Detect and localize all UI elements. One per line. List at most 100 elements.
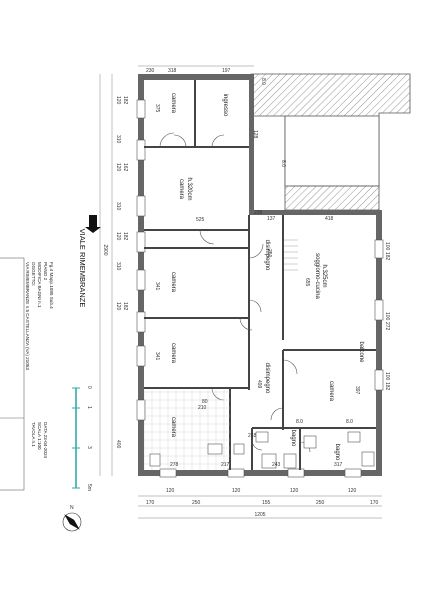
svg-text:243: 243 [272, 462, 281, 468]
tavola: TAVOLA n.1 [31, 422, 36, 447]
svg-text:182: 182 [122, 232, 128, 241]
svg-text:137: 137 [267, 216, 276, 222]
data: DATA 23-04-2024 [43, 422, 48, 459]
svg-text:170: 170 [370, 500, 379, 506]
svg-text:100: 100 [384, 372, 390, 381]
svg-text:310: 310 [115, 262, 121, 271]
svg-text:182: 182 [122, 302, 128, 311]
oggetto-value: MODIFICA BAGNI n.1 [37, 262, 42, 308]
svg-text:120: 120 [115, 302, 121, 311]
street-label: VIALE RIMEMBRANZE [78, 215, 101, 307]
svg-text:128: 128 [252, 130, 258, 139]
neighbour-hatched-area [250, 73, 411, 211]
scala: SCALA 1:100 [37, 422, 42, 450]
svg-text:100: 100 [384, 242, 390, 251]
scale-bar: 0 1 3 5m [72, 386, 92, 491]
svg-text:278: 278 [170, 462, 179, 468]
svg-text:120: 120 [115, 232, 121, 241]
svg-text:5m: 5m [86, 484, 92, 491]
room-camera-mid1: camera [170, 272, 176, 293]
svg-text:0: 0 [86, 386, 92, 389]
svg-text:525: 525 [196, 217, 205, 223]
room-bagno-1: bagno [290, 430, 296, 447]
svg-text:272: 272 [384, 322, 390, 331]
svg-text:120: 120 [348, 488, 357, 494]
title-block: OGGETTO: MODIFICA BAGNI n.1 VIA RIMEMBRA… [0, 257, 54, 491]
svg-text:120: 120 [115, 163, 121, 172]
north-arrow-icon: N [62, 505, 82, 532]
svg-text:182: 182 [384, 252, 390, 261]
svg-text:400: 400 [115, 440, 121, 449]
dims-bottom: 278 217 243 317 170 120 250 120 155 120 … [146, 462, 379, 518]
bathroom-left [144, 390, 230, 470]
svg-text:235: 235 [254, 210, 263, 216]
room-camera-top: camera [170, 93, 176, 114]
svg-text:317: 317 [334, 462, 343, 468]
svg-text:310: 310 [115, 202, 121, 211]
svg-text:318: 318 [168, 68, 177, 74]
svg-text:397: 397 [354, 386, 360, 395]
oggetto-label: OGGETTO: [31, 262, 36, 286]
svg-text:310: 310 [115, 135, 121, 144]
svg-text:155: 155 [262, 500, 271, 506]
room-camera-bottom: camera [170, 417, 176, 438]
svg-text:375: 375 [154, 104, 160, 113]
svg-text:8.0: 8.0 [260, 78, 266, 85]
catasto: Fg.4 Mapp.1085 Sub.4 [49, 262, 54, 309]
room-bagno-2: bagno [334, 444, 340, 461]
svg-text:341: 341 [154, 282, 160, 291]
doors [159, 132, 311, 453]
dims-top: 230 318 197 8.0 [146, 68, 266, 85]
svg-text:341: 341 [154, 352, 160, 361]
svg-text:N: N [70, 505, 74, 511]
room-camera-right: camera [328, 381, 334, 402]
svg-text:120: 120 [232, 488, 241, 494]
bathroom-fixtures [233, 431, 375, 469]
piano: PIANO 2 [43, 262, 48, 281]
room-camera-h-sub: h.320cm [186, 177, 192, 200]
svg-text:210: 210 [198, 405, 207, 411]
svg-text:100: 100 [384, 312, 390, 321]
svg-text:182: 182 [122, 96, 128, 105]
room-camera-mid2: camera [170, 343, 176, 364]
svg-text:80: 80 [202, 399, 208, 405]
room-balcone: balcone [358, 341, 364, 363]
right-windows [374, 239, 384, 391]
svg-text:182: 182 [384, 382, 390, 391]
street-name: VIALE RIMEMBRANZE [78, 229, 87, 308]
svg-text:418: 418 [325, 216, 334, 222]
svg-text:250: 250 [192, 500, 201, 506]
room-disimpegno-1: disimpegno [264, 240, 270, 271]
svg-text:8.0: 8.0 [296, 419, 303, 425]
room-ingresso: ingresso [222, 94, 228, 117]
svg-text:197: 197 [222, 68, 231, 74]
total-height: 2900 [102, 244, 108, 255]
dims-left: 120 182 310 120 162 310 120 182 310 120 … [102, 96, 128, 449]
interior-walls [144, 80, 376, 470]
address: VIA RIMEMBRANZE n.5 CASTELLANZA (VA) 210… [25, 262, 30, 370]
stairs [284, 239, 298, 271]
total-width: 1205 [254, 512, 265, 518]
svg-text:120: 120 [290, 488, 299, 494]
svg-text:120: 120 [166, 488, 175, 494]
svg-text:3: 3 [86, 446, 92, 449]
svg-text:8.0: 8.0 [346, 419, 353, 425]
svg-text:162: 162 [122, 163, 128, 172]
svg-text:8.0: 8.0 [280, 160, 286, 167]
svg-text:218: 218 [248, 433, 257, 439]
street-arrow-icon [85, 215, 101, 233]
dims-inner: 375 128 525 137 418 655 341 341 499 250 … [154, 104, 390, 439]
svg-text:217: 217 [221, 462, 230, 468]
svg-text:250: 250 [266, 249, 272, 258]
svg-text:230: 230 [146, 68, 155, 74]
svg-text:499: 499 [256, 380, 262, 389]
room-camera-h: camera [178, 179, 184, 200]
room-disimpegno-2: disimpegno [264, 363, 270, 394]
svg-text:1: 1 [86, 406, 92, 409]
left-windows [136, 99, 146, 421]
svg-text:655: 655 [304, 278, 310, 287]
svg-text:170: 170 [146, 500, 155, 506]
room-soggiorno: soggiorno-cucina [314, 253, 320, 299]
